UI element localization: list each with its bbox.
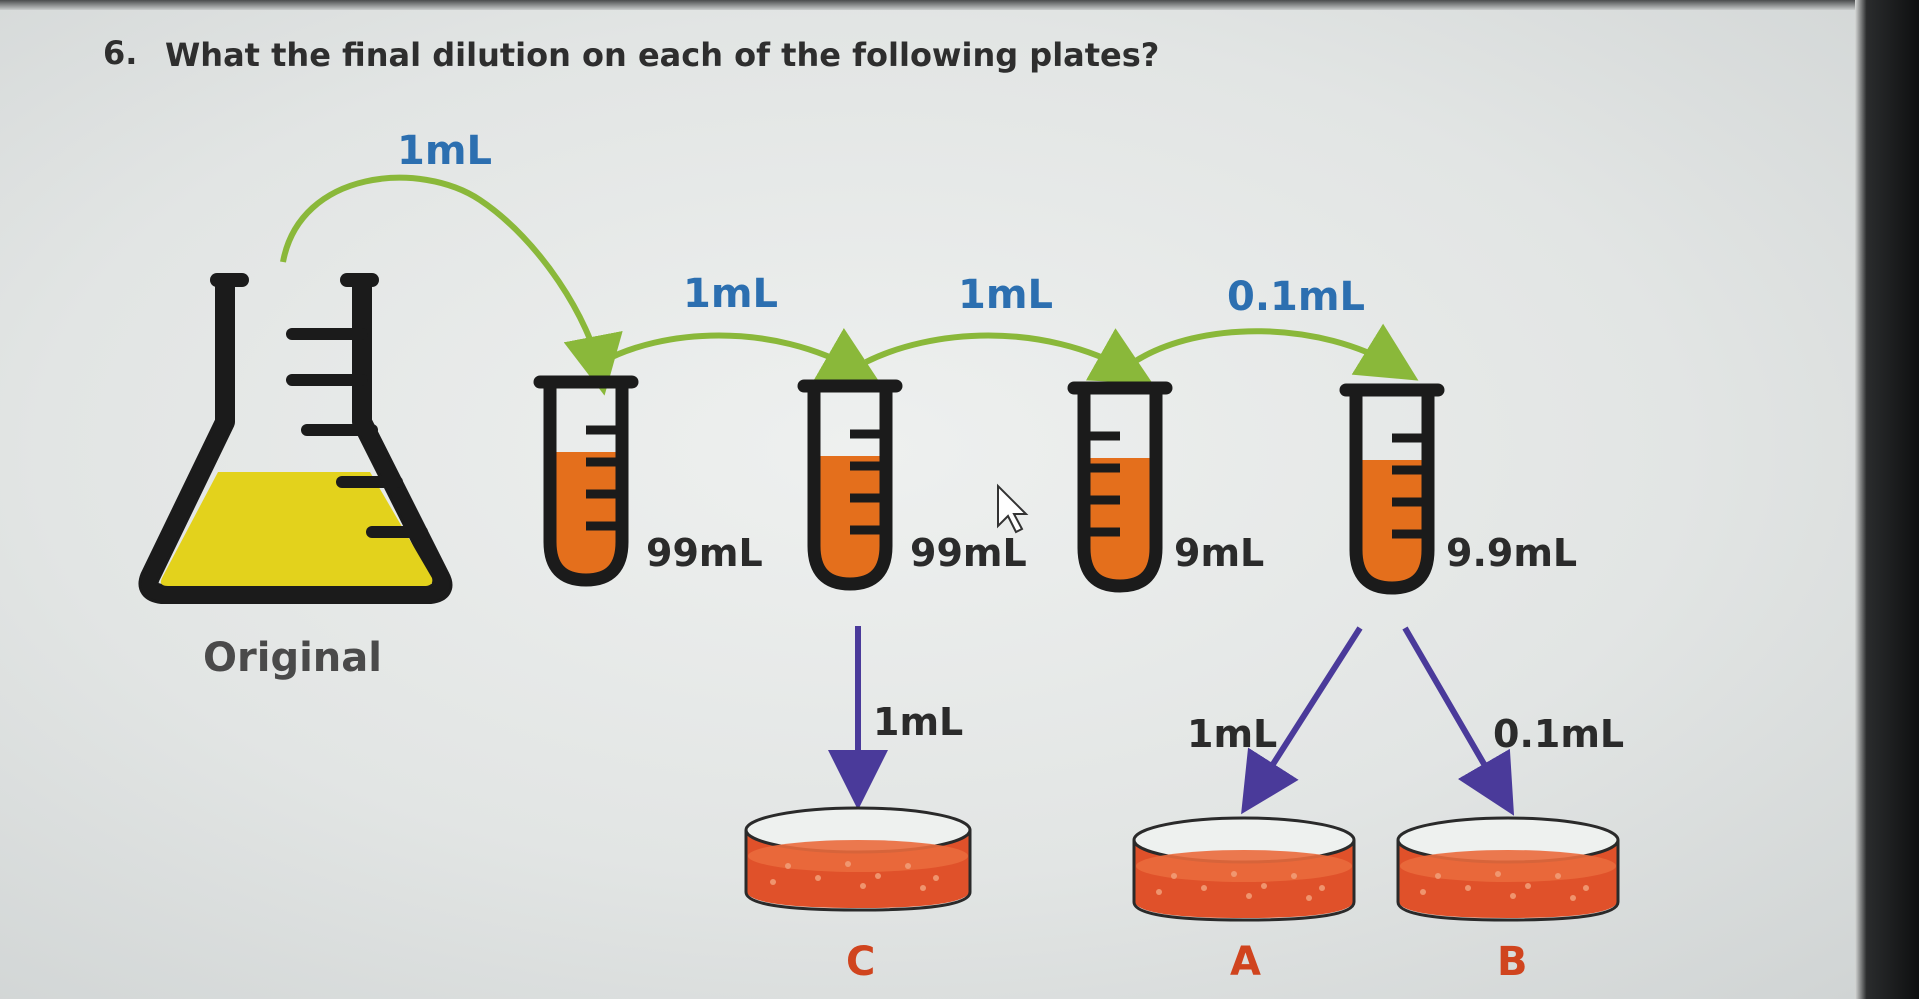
- transfer-label-4: 0.1mL: [1227, 274, 1365, 320]
- tube-4: [1339, 383, 1445, 595]
- transfer-label-1: 1mL: [397, 128, 492, 174]
- tube-3-liquid: [1084, 458, 1156, 586]
- flask-liquid: [160, 472, 433, 586]
- transfer-arrow-1: [280, 174, 623, 396]
- tube-2-liquid: [814, 456, 886, 584]
- tube-3: [1067, 381, 1173, 593]
- tube-1-liquid: [550, 452, 622, 580]
- transfer-arrow-4: [1132, 323, 1419, 381]
- tube-4-volume: 9.9mL: [1446, 531, 1577, 575]
- plate-transfer-a: 1mL: [1187, 712, 1277, 756]
- question-text: What the final dilution on each of the f…: [165, 36, 1159, 74]
- plate-transfer-b: 0.1mL: [1493, 712, 1624, 756]
- plate-c: [744, 806, 972, 912]
- plate-arrow-a: [1241, 626, 1363, 815]
- tube-4-liquid: [1356, 460, 1428, 588]
- plate-label-b: B: [1497, 939, 1528, 985]
- question-number: 6.: [103, 34, 137, 72]
- plate-a: [1132, 816, 1356, 922]
- plate-label-a: A: [1230, 939, 1261, 985]
- original-label: Original: [203, 635, 382, 681]
- plate-transfer-c: 1mL: [873, 700, 963, 744]
- transfer-label-2: 1mL: [683, 271, 778, 317]
- transfer-arrow-3: [864, 328, 1153, 384]
- monitor-top-edge: [0, 0, 1919, 10]
- tube-1: [533, 375, 639, 587]
- tube-3-volume: 9mL: [1174, 531, 1264, 575]
- original-flask: [138, 273, 453, 604]
- mouse-pointer-icon: [997, 483, 1029, 534]
- tube-2: [797, 379, 903, 591]
- monitor-bezel: [1855, 0, 1919, 999]
- plate-label-c: C: [846, 939, 875, 985]
- transfer-label-3: 1mL: [958, 272, 1053, 318]
- plate-arrow-b: [1402, 626, 1515, 816]
- plate-b: [1396, 816, 1620, 922]
- transfer-arrow-2: [600, 328, 881, 384]
- tube-1-volume: 99mL: [646, 531, 763, 575]
- tube-2-volume: 99mL: [910, 531, 1027, 575]
